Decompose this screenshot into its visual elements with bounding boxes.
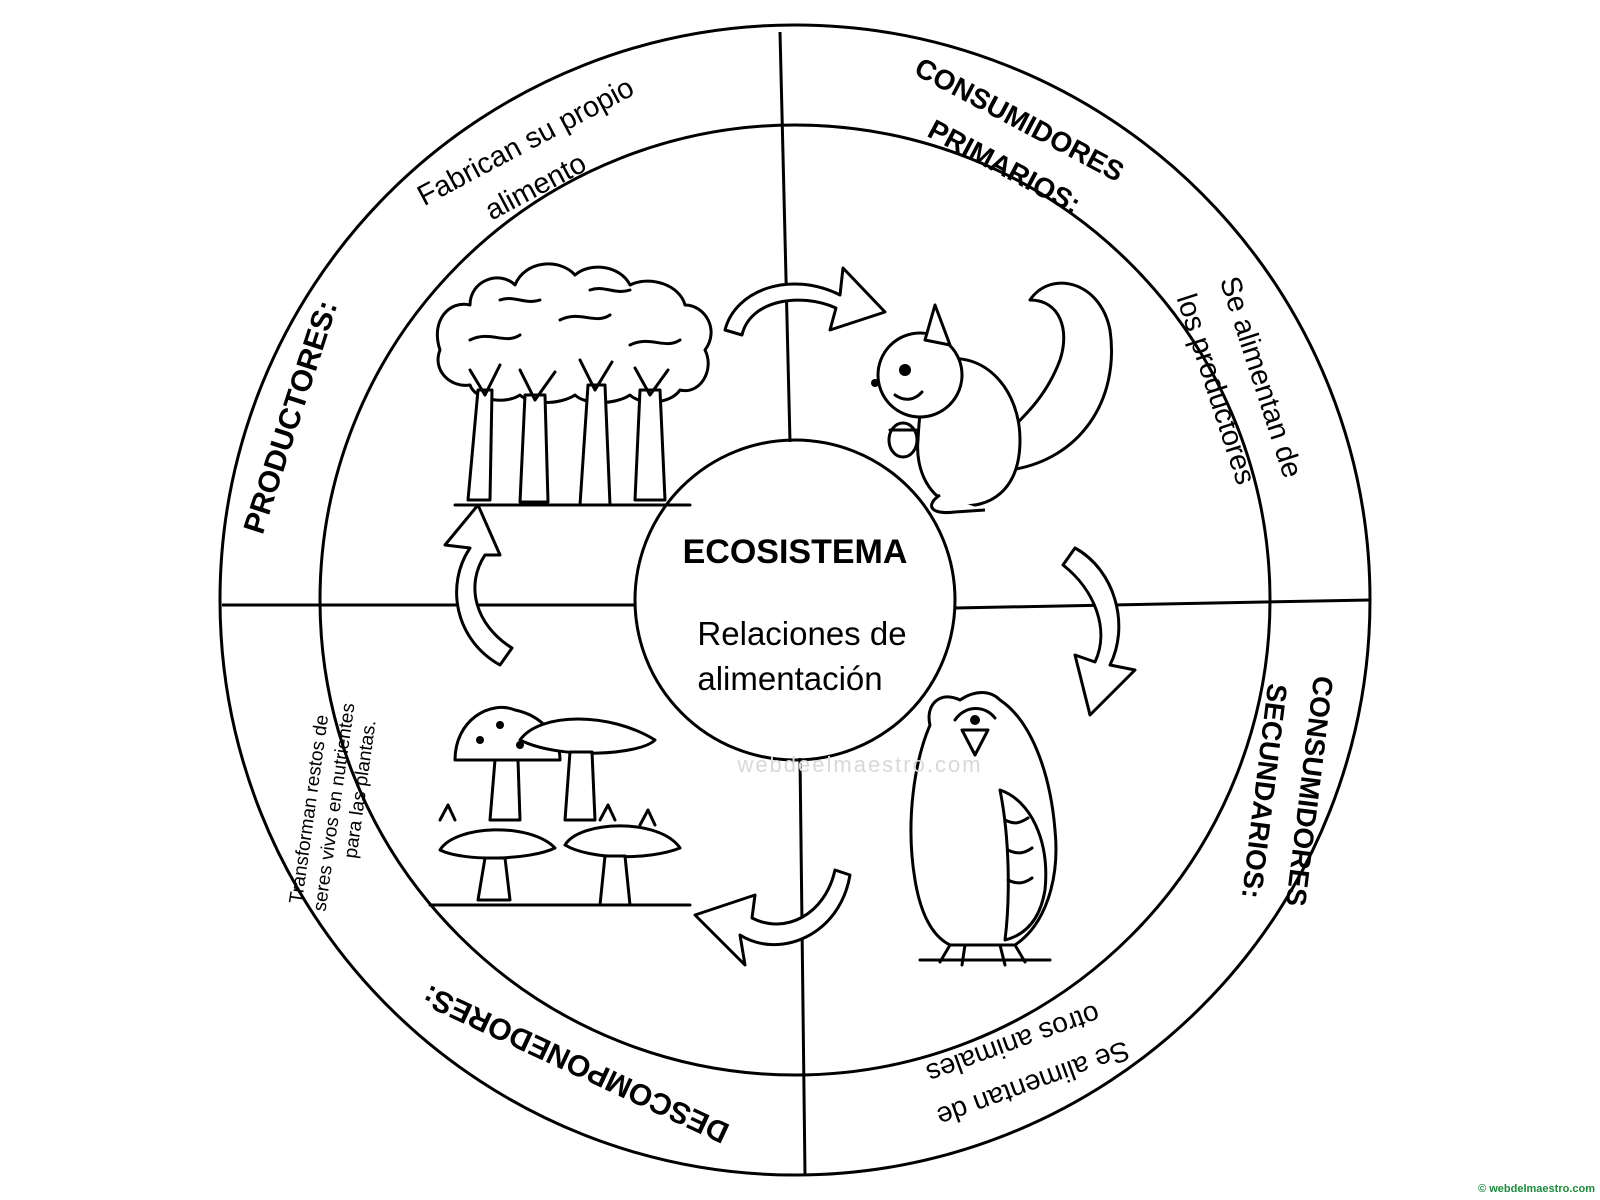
center-label: ECOSISTEMA Relaciones de alimentación: [683, 533, 908, 697]
arrow-bottom-icon: [693, 868, 852, 967]
arrow-left-icon: [443, 503, 514, 667]
trees-icon: [435, 262, 713, 507]
mushrooms-icon: [428, 705, 692, 907]
owl-icon: [909, 691, 1058, 967]
secundarios-title-line2: SECUNDARIOS:: [1236, 682, 1293, 900]
watermark-text: webdeelmaestro.com: [736, 752, 982, 777]
divider-top: [778, 31, 792, 443]
copyright-text: © webdelmaestro.com: [1478, 1183, 1595, 1195]
center-subtitle-line1: Relaciones de: [697, 615, 906, 652]
squirrel-icon: [871, 281, 1113, 515]
cycle-arrows: [443, 266, 1137, 967]
arrow-right-icon: [1061, 546, 1137, 717]
productores-title: PRODUCTORES:: [238, 297, 344, 538]
ring-structure: [218, 23, 1372, 1177]
divider-bottom: [798, 757, 807, 1176]
center-title: ECOSISTEMA: [683, 533, 908, 571]
divider-right: [954, 598, 1371, 610]
center-circle: [633, 438, 957, 762]
outer-circle: [218, 23, 1372, 1177]
center-subtitle-line2: alimentación: [697, 660, 882, 697]
inner-ring-circle: [318, 123, 1272, 1077]
arrow-top-icon: [723, 266, 887, 337]
